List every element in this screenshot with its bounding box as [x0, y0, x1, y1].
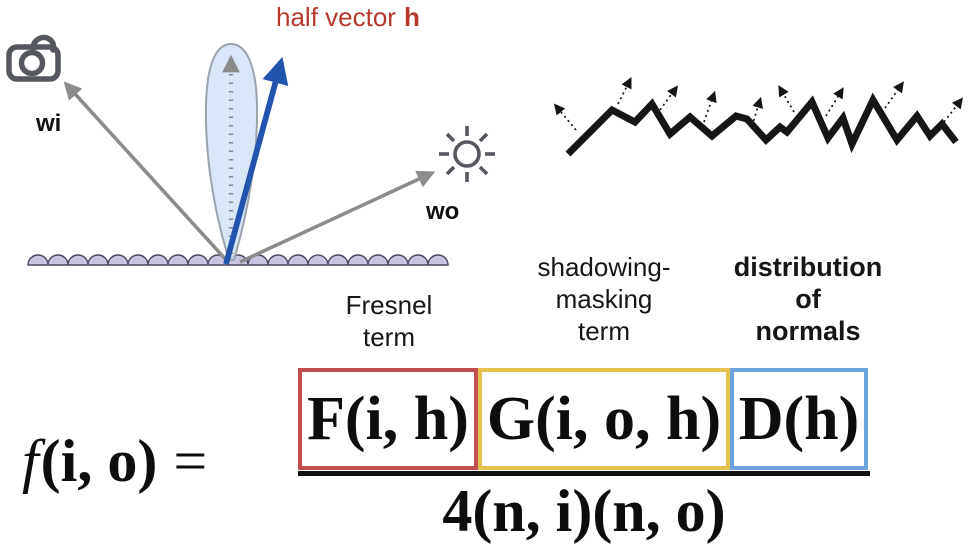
distribution-term-box: D(h) [730, 368, 868, 470]
microfacet-jagged-surface [565, 92, 959, 157]
incoming-ray-arrow [63, 81, 230, 264]
brdf-geometry-diagram [6, 34, 495, 266]
half-vector-symbol: h [403, 2, 420, 32]
fraction-bar [298, 471, 870, 476]
shadowing-masking-term-text: G(i, o, h) [486, 384, 722, 453]
label-line: shadowing- [537, 252, 671, 282]
formula-denominator: 4(n, i)(n, o) [442, 478, 726, 544]
fresnel-term-text: F(i, h) [307, 384, 469, 453]
label-line: normals [755, 316, 861, 346]
label-line: distribution [733, 252, 883, 282]
label-line: masking [555, 284, 653, 314]
label-line: term [578, 316, 630, 346]
distribution-of-normals-label: distribution of normals [700, 251, 916, 347]
equals-sign: = [173, 427, 208, 494]
label-line: of [795, 284, 821, 314]
brdf-function-symbol: f [22, 427, 39, 494]
label-line: Fresnel [345, 290, 433, 320]
half-vector-label-text: half vector [276, 2, 396, 32]
shadowing-masking-term-box: G(i, o, h) [478, 368, 730, 470]
brdf-function-args: (i, o) [40, 427, 158, 494]
camera-icon [6, 34, 61, 82]
sun-icon [439, 126, 495, 182]
microfacet-surface-diagram [553, 77, 964, 157]
half-vector-arrow [223, 56, 289, 265]
outgoing-ray-label: wo [426, 198, 460, 225]
surface-bumps [27, 254, 449, 266]
formula-lhs: f (i, o) = [22, 406, 207, 516]
label-line: term [363, 322, 415, 352]
shadowing-masking-term-label: shadowing- masking term [478, 251, 730, 347]
distribution-term-text: D(h) [738, 384, 860, 453]
microfacet-normal-arrows [553, 77, 964, 131]
outgoing-ray-arrow [239, 170, 436, 264]
fresnel-term-box: F(i, h) [298, 368, 478, 470]
fresnel-term-label: Fresnel term [300, 289, 478, 353]
formula-numerator: F(i, h) G(i, o, h) D(h) [298, 368, 868, 470]
incoming-ray-label: wi [36, 110, 62, 137]
